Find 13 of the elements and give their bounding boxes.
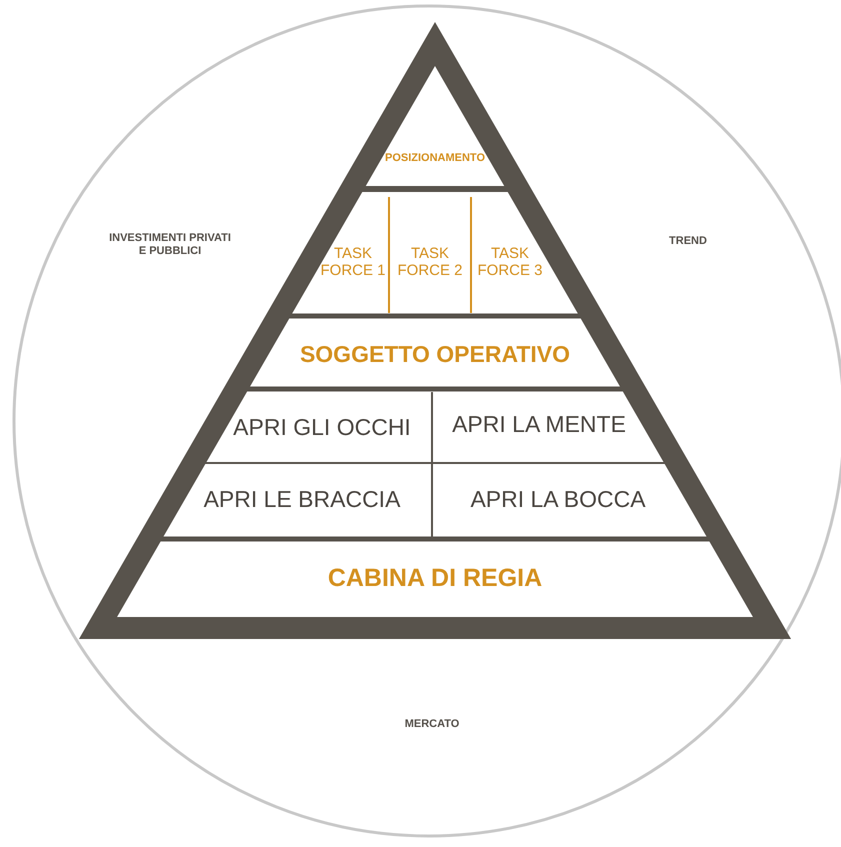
pyramid-tier-label: APRI LA BOCCA [436, 470, 680, 528]
context-label: MERCATO [404, 718, 460, 731]
pyramid-tier-label: POSIZIONAMENTO [360, 142, 510, 174]
context-label: TREND [668, 235, 708, 248]
pyramid-tier-label: TASK FORCE 2 [392, 232, 468, 292]
context-label: INVESTIMENTI PRIVATI E PUBBLICI [108, 232, 232, 258]
pyramid-tier-label: APRI LA MENTE [436, 394, 642, 454]
pyramid-tier-label: TASK FORCE 3 [474, 232, 546, 292]
pyramid-tier-label: TASK FORCE 1 [320, 232, 386, 292]
pyramid-tier-label: SOGGETTO OPERATIVO [250, 330, 620, 378]
pyramid-tier-label: APRI LE BRACCIA [175, 470, 429, 528]
pyramid-tier-label: APRI GLI OCCHI [215, 398, 429, 456]
pyramid-tier-label: CABINA DI REGIA [130, 548, 740, 608]
